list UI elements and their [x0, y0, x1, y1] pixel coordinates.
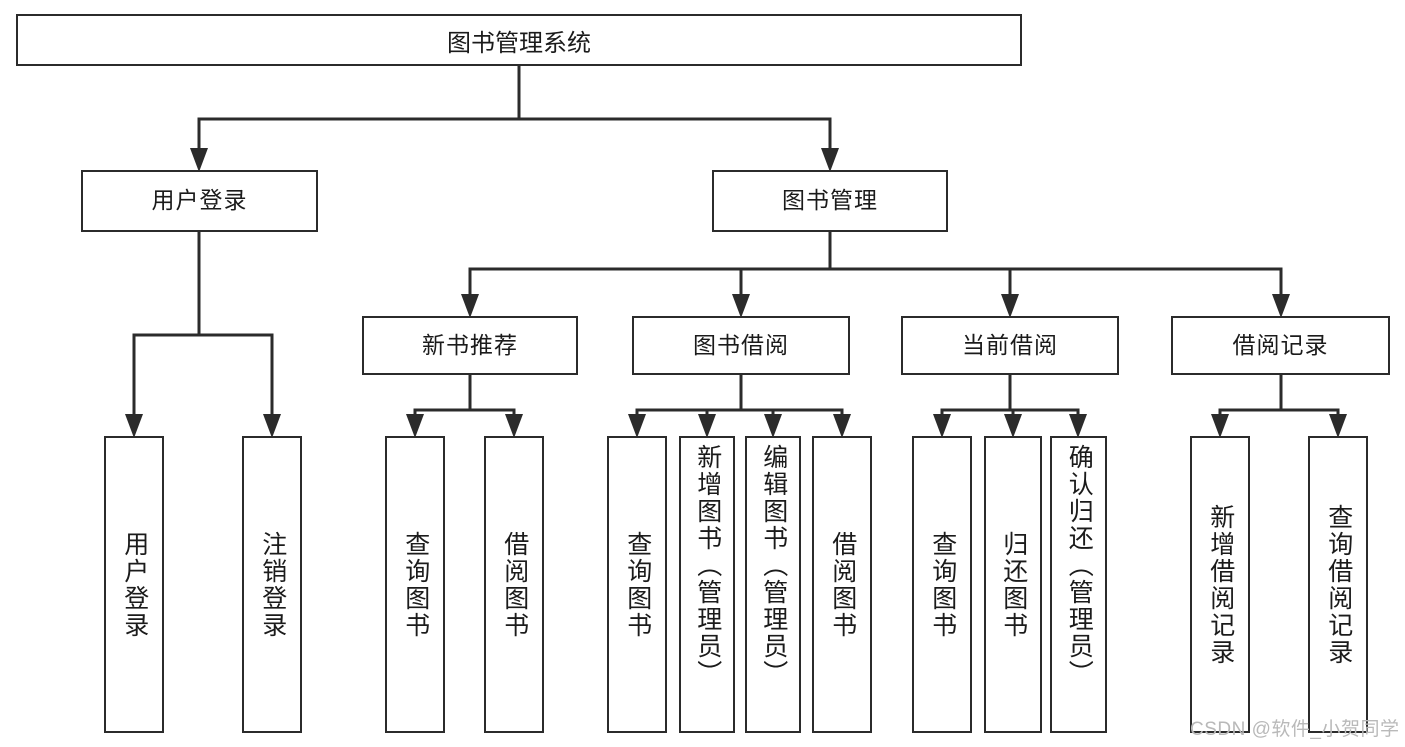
node-book-management-label: 图书管理 — [782, 187, 878, 214]
csdn-watermark: CSDN @软件_小贺同学 — [1190, 719, 1400, 740]
leaf-user-logout[interactable]: 注销登录 — [242, 436, 302, 733]
leaf-query-book-cb[interactable]: 查询图书 — [912, 436, 972, 733]
arrowhead-user-login — [190, 148, 208, 172]
leaf-confirm-return-admin-label: 确认归还（管理员） — [1065, 444, 1094, 687]
leaf-return-book-label: 归还图书 — [999, 530, 1028, 639]
leaf-return-book[interactable]: 归还图书 — [984, 436, 1042, 733]
node-current-borrow-label: 当前借阅 — [962, 331, 1058, 358]
node-user-login[interactable]: 用户登录 — [81, 170, 318, 232]
arrowhead-bb-leaf2 — [698, 414, 716, 438]
leaf-add-borrow-record-label: 新增借阅记录 — [1206, 503, 1235, 666]
arrowhead-br-leaf1 — [1211, 414, 1229, 438]
node-borrow-record[interactable]: 借阅记录 — [1171, 316, 1390, 375]
leaf-user-login[interactable]: 用户登录 — [104, 436, 164, 733]
node-book-borrow-label: 图书借阅 — [693, 331, 789, 358]
arrowhead-current-borrow — [1001, 294, 1019, 318]
leaf-borrow-book-nb-label: 借阅图书 — [500, 530, 529, 639]
arrowhead-new-book — [461, 294, 479, 318]
node-new-book-recommend-label: 新书推荐 — [422, 331, 518, 358]
arrowhead-leaf-user-logout — [263, 414, 281, 438]
leaf-add-book-admin-label: 新增图书（管理员） — [693, 444, 722, 687]
arrowhead-borrow-record — [1272, 294, 1290, 318]
node-book-borrow[interactable]: 图书借阅 — [632, 316, 850, 375]
node-user-login-label: 用户登录 — [151, 187, 248, 214]
arrowhead-br-leaf2 — [1329, 414, 1347, 438]
arrowhead-book-manage — [821, 148, 839, 172]
leaf-edit-book-admin-label: 编辑图书（管理员） — [759, 444, 788, 687]
arrowhead-bb-leaf3 — [764, 414, 782, 438]
leaf-query-book-nb-label: 查询图书 — [401, 530, 430, 639]
arrowhead-bb-leaf1 — [628, 414, 646, 438]
leaf-add-borrow-record[interactable]: 新增借阅记录 — [1190, 436, 1250, 733]
leaf-query-book-bb[interactable]: 查询图书 — [607, 436, 667, 733]
leaf-edit-book-admin[interactable]: 编辑图书（管理员） — [745, 436, 801, 733]
arrowhead-cb-leaf3 — [1069, 414, 1087, 438]
arrowhead-cb-leaf2 — [1004, 414, 1022, 438]
node-book-management[interactable]: 图书管理 — [712, 170, 948, 232]
leaf-add-book-admin[interactable]: 新增图书（管理员） — [679, 436, 735, 733]
leaf-query-book-nb[interactable]: 查询图书 — [385, 436, 445, 733]
leaf-query-book-bb-label: 查询图书 — [623, 530, 652, 639]
leaf-confirm-return-admin[interactable]: 确认归还（管理员） — [1050, 436, 1107, 733]
leaf-query-borrow-record-label: 查询借阅记录 — [1324, 503, 1353, 666]
arrowhead-cb-leaf1 — [933, 414, 951, 438]
node-root-label: 图书管理系统 — [447, 29, 591, 57]
arrowhead-bb-leaf4 — [833, 414, 851, 438]
leaf-borrow-book-bb[interactable]: 借阅图书 — [812, 436, 872, 733]
node-current-borrow[interactable]: 当前借阅 — [901, 316, 1119, 375]
node-borrow-record-label: 借阅记录 — [1232, 331, 1329, 358]
leaf-query-book-cb-label: 查询图书 — [928, 530, 957, 639]
arrowhead-nb-leaf1 — [406, 414, 424, 438]
arrowhead-nb-leaf2 — [505, 414, 523, 438]
leaf-user-logout-label: 注销登录 — [258, 530, 287, 639]
leaf-query-borrow-record[interactable]: 查询借阅记录 — [1308, 436, 1368, 733]
leaf-borrow-book-nb[interactable]: 借阅图书 — [484, 436, 544, 733]
arrowhead-book-borrow — [732, 294, 750, 318]
leaf-borrow-book-bb-label: 借阅图书 — [828, 530, 857, 639]
leaf-user-login-label: 用户登录 — [120, 530, 149, 639]
node-new-book-recommend[interactable]: 新书推荐 — [362, 316, 578, 375]
arrowhead-leaf-user-login — [125, 414, 143, 438]
node-root[interactable]: 图书管理系统 — [16, 14, 1022, 66]
